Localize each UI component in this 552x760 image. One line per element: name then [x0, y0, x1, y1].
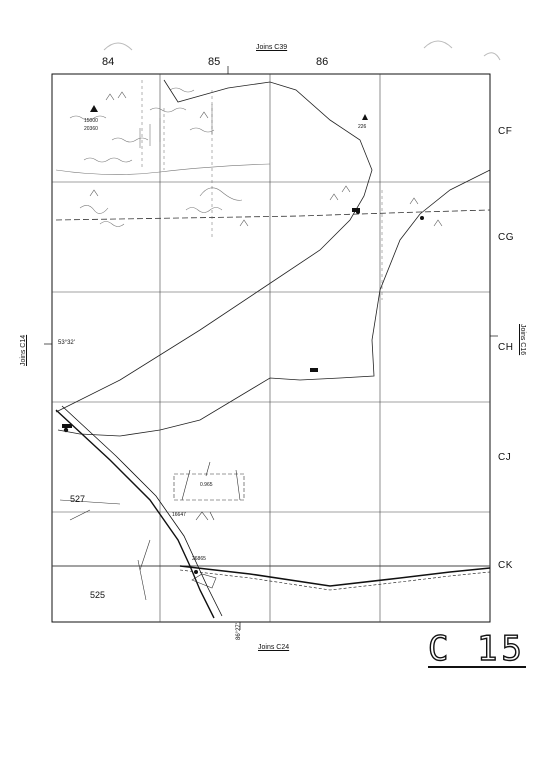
- latitude-label: 53°32': [58, 340, 75, 346]
- main-road: [55, 79, 373, 413]
- east-road: [57, 169, 491, 437]
- bottom-road-edge: [179, 569, 491, 591]
- parcel-label: 16647: [172, 512, 186, 518]
- frame-ticks: [44, 66, 498, 630]
- grid-row-label: CJ: [498, 452, 512, 463]
- benchmark-label: 15000: [84, 118, 98, 124]
- spot-height-triangle-icon: [362, 114, 368, 120]
- settlement-marks: [62, 208, 424, 574]
- grid-row-label: CH: [498, 342, 514, 353]
- dashed-boundaries: [141, 80, 383, 300]
- grid-lines: [52, 74, 490, 622]
- benchmark-triangle-icon: [90, 105, 98, 112]
- spot-height-label: 226: [358, 124, 367, 130]
- bottom-road: [179, 565, 491, 587]
- grid-row-label: CG: [498, 232, 514, 243]
- marsh-area: [55, 87, 271, 227]
- parcel-outlines: [59, 461, 245, 601]
- left-adjoining-label: Joins C14: [20, 334, 27, 366]
- sheet-id: C 15: [427, 629, 526, 669]
- right-adjoining-label: Joins C16: [519, 324, 526, 356]
- plot-number-label: 525: [90, 590, 106, 600]
- railway: [55, 409, 215, 619]
- parcel-label: 26865: [192, 556, 206, 562]
- railway-parallel: [61, 405, 223, 617]
- neat-line: [51, 73, 491, 623]
- grid-column-label: 84: [102, 56, 115, 68]
- benchmark-label: 20360: [84, 126, 98, 132]
- grid-column-label: 85: [208, 56, 221, 68]
- grid-column-label: 86: [316, 56, 329, 68]
- parcel-label: 0.965: [200, 482, 213, 488]
- tree-symbols: [89, 91, 443, 227]
- grid-row-label: CF: [498, 126, 513, 137]
- top-adjoining-label: Joins C39: [256, 44, 288, 51]
- dashed-track: [55, 209, 491, 221]
- plot-number-label: 527: [70, 494, 86, 504]
- longitude-label: 86°27': [236, 623, 242, 640]
- sheet-corner-arcs: [103, 40, 501, 61]
- bottom-adjoining-label: Joins C24: [258, 644, 290, 651]
- grid-row-label: CK: [498, 560, 513, 571]
